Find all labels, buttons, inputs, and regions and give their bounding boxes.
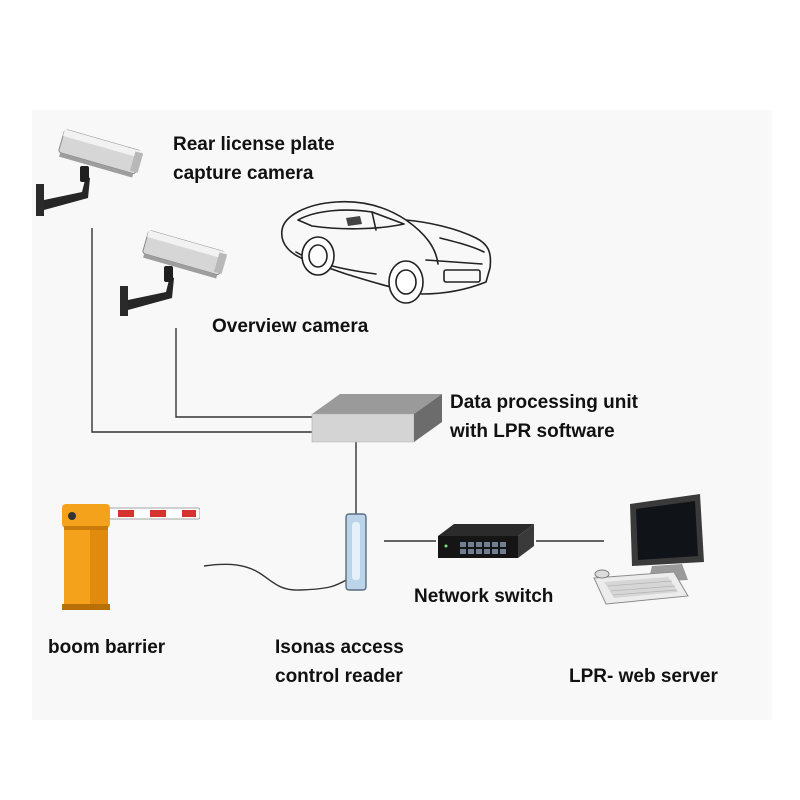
- rear-camera-label-line-1: Rear license plate: [173, 134, 335, 155]
- boom-barrier-icon: [62, 504, 200, 610]
- card-reader-icon: [345, 513, 367, 591]
- processing-unit-label: Data processing unit with LPR software: [450, 388, 638, 446]
- wire-barrier-to-reader: [203, 563, 349, 591]
- boom-barrier-label: boom barrier: [48, 637, 166, 658]
- rear-camera-label-line-2: capture camera: [173, 163, 314, 184]
- desktop-computer-icon: [593, 494, 704, 605]
- access-reader-label-line-1: Isonas access: [275, 637, 404, 658]
- rear-camera-label: Rear license plate capture camera: [173, 130, 335, 188]
- wire-overview-camera-to-unit: [175, 328, 312, 418]
- processing-unit-label-line-1: Data processing unit: [450, 392, 638, 413]
- access-reader-label: Isonas access control reader: [275, 633, 404, 691]
- cctv-camera-icon: [120, 230, 228, 316]
- access-reader-label-line-2: control reader: [275, 666, 403, 687]
- server-box-icon: [311, 394, 442, 443]
- overview-camera-label: Overview camera: [212, 316, 369, 337]
- network-switch-icon: [438, 524, 534, 558]
- car-icon: [281, 200, 492, 304]
- wire-rear-camera-to-unit: [91, 228, 312, 433]
- cctv-camera-icon: [36, 129, 144, 216]
- processing-unit-label-line-2: with LPR software: [450, 421, 615, 442]
- network-switch-label: Network switch: [414, 586, 554, 607]
- web-server-label: LPR- web server: [569, 666, 718, 687]
